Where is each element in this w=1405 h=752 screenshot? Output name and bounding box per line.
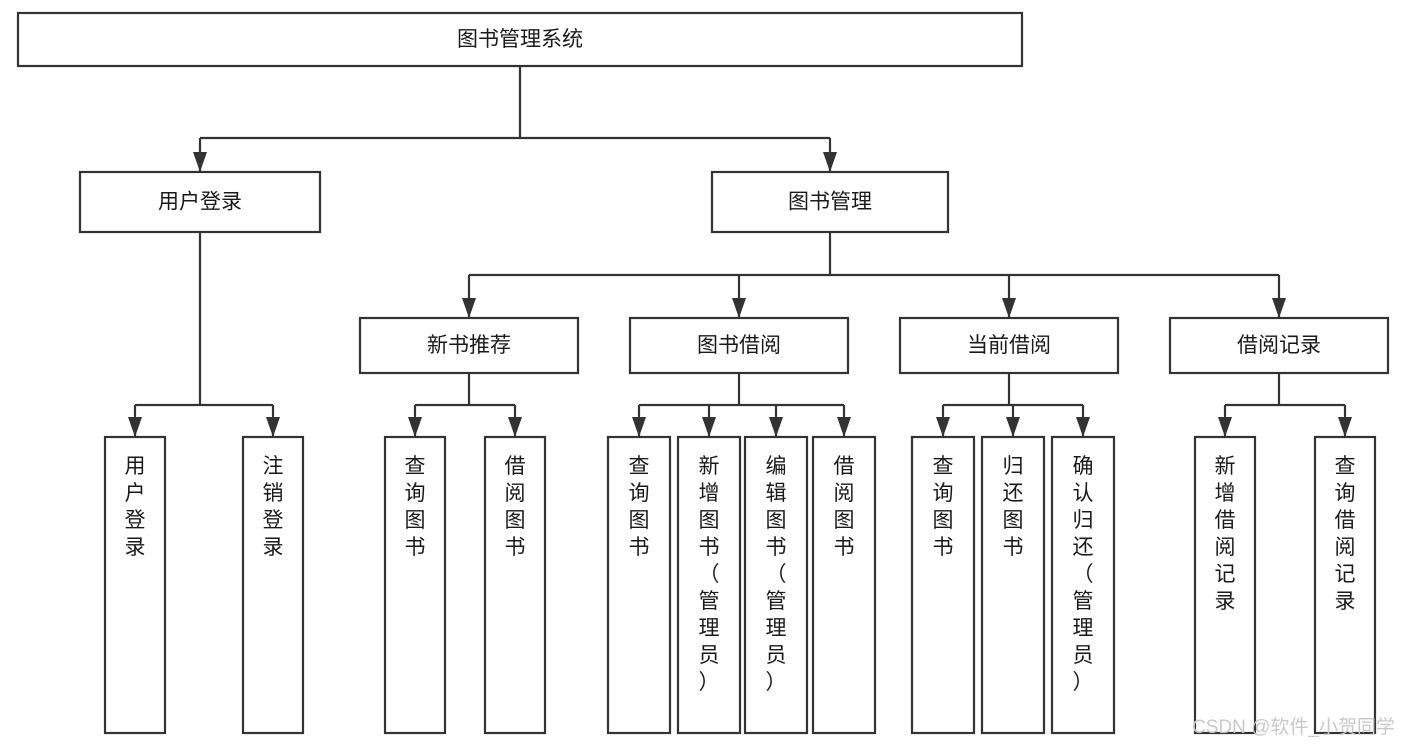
node-box-leaf-logout[interactable] xyxy=(241,435,305,735)
connector-lines-group xyxy=(128,66,1352,437)
node-book-borrow[interactable]: 图书借阅 xyxy=(628,316,850,375)
node-label-leaf-query-book-current: 查询图书 xyxy=(933,455,954,559)
node-box-leaf-query-book-current[interactable] xyxy=(910,435,976,735)
node-label-leaf-add-borrow-record: 新增借阅记录 xyxy=(1215,455,1236,613)
node-box-book-borrow[interactable] xyxy=(628,316,850,375)
node-leaf-query-borrow-record[interactable]: 查询借阅记录 xyxy=(1313,435,1377,735)
node-label-leaf-user-login: 用户登录 xyxy=(125,455,146,559)
arrow-head-icon xyxy=(1002,298,1016,318)
node-box-current-borrow[interactable] xyxy=(898,316,1120,375)
node-box-root[interactable] xyxy=(16,11,1024,68)
node-box-leaf-confirm-return-admin[interactable] xyxy=(1050,435,1116,735)
node-leaf-logout[interactable]: 注销登录 xyxy=(241,435,305,735)
node-box-user-login[interactable] xyxy=(78,170,322,234)
arrow-head-icon xyxy=(1272,298,1286,318)
node-box-leaf-query-book-borrow[interactable] xyxy=(606,435,672,735)
node-label-borrow-record: 借阅记录 xyxy=(1237,334,1321,357)
arrow-head-icon xyxy=(632,417,646,437)
node-label-leaf-confirm-return-admin: 确认归还（管理员） xyxy=(1073,455,1094,694)
arrow-head-icon xyxy=(193,152,207,172)
node-box-borrow-record[interactable] xyxy=(1168,316,1390,375)
node-box-leaf-edit-book-admin[interactable] xyxy=(743,435,809,735)
node-box-new-book-recommend[interactable] xyxy=(358,316,580,375)
node-label-leaf-query-book-borrow: 查询图书 xyxy=(629,455,650,559)
node-borrow-record[interactable]: 借阅记录 xyxy=(1168,316,1390,375)
node-current-borrow[interactable]: 当前借阅 xyxy=(898,316,1120,375)
arrow-head-icon xyxy=(702,417,716,437)
node-leaf-edit-book-admin[interactable]: 编辑图书（管理员） xyxy=(743,435,809,735)
node-box-book-management[interactable] xyxy=(710,170,950,234)
node-label-user-login: 用户登录 xyxy=(158,191,242,214)
arrow-head-icon xyxy=(1338,417,1352,437)
node-user-login[interactable]: 用户登录 xyxy=(78,170,322,234)
node-label-leaf-borrow-book-recommend: 借阅图书 xyxy=(505,455,526,559)
node-leaf-add-book-admin[interactable]: 新增图书（管理员） xyxy=(676,435,742,735)
arrow-head-icon xyxy=(769,417,783,437)
arrow-head-icon xyxy=(408,417,422,437)
node-leaf-add-borrow-record[interactable]: 新增借阅记录 xyxy=(1193,435,1257,735)
node-label-leaf-borrow-book: 借阅图书 xyxy=(834,455,855,559)
node-leaf-query-book-current[interactable]: 查询图书 xyxy=(910,435,976,735)
arrow-head-icon xyxy=(823,152,837,172)
node-label-root: 图书管理系统 xyxy=(457,28,583,51)
arrow-head-icon xyxy=(1076,417,1090,437)
node-leaf-return-book[interactable]: 归还图书 xyxy=(980,435,1046,735)
node-box-leaf-borrow-book[interactable] xyxy=(811,435,877,735)
arrow-head-icon xyxy=(1218,417,1232,437)
node-leaf-borrow-book-recommend[interactable]: 借阅图书 xyxy=(483,435,547,735)
arrow-head-icon xyxy=(837,417,851,437)
node-book-management[interactable]: 图书管理 xyxy=(710,170,950,234)
node-box-leaf-query-borrow-record[interactable] xyxy=(1313,435,1377,735)
node-leaf-query-book-recommend[interactable]: 查询图书 xyxy=(383,435,447,735)
csdn-watermark: CSDN @软件_小贺同学 xyxy=(1192,716,1395,738)
node-label-current-borrow: 当前借阅 xyxy=(967,334,1051,357)
node-label-leaf-add-book-admin: 新增图书（管理员） xyxy=(699,455,720,694)
node-leaf-query-book-borrow[interactable]: 查询图书 xyxy=(606,435,672,735)
node-leaf-confirm-return-admin[interactable]: 确认归还（管理员） xyxy=(1050,435,1116,735)
arrow-head-icon xyxy=(266,417,280,437)
node-label-leaf-logout: 注销登录 xyxy=(263,455,284,559)
node-label-leaf-query-book-recommend: 查询图书 xyxy=(405,455,426,559)
node-new-book-recommend[interactable]: 新书推荐 xyxy=(358,316,580,375)
node-root[interactable]: 图书管理系统 xyxy=(16,11,1024,68)
node-leaf-user-login[interactable]: 用户登录 xyxy=(103,435,167,735)
node-boxes-group: 图书管理系统用户登录图书管理新书推荐图书借阅当前借阅借阅记录用户登录注销登录查询… xyxy=(16,11,1390,735)
arrow-head-icon xyxy=(128,417,142,437)
node-box-leaf-query-book-recommend[interactable] xyxy=(383,435,447,735)
node-label-leaf-query-borrow-record: 查询借阅记录 xyxy=(1335,455,1356,613)
node-label-leaf-return-book: 归还图书 xyxy=(1003,455,1024,559)
node-box-leaf-add-borrow-record[interactable] xyxy=(1193,435,1257,735)
node-box-leaf-add-book-admin[interactable] xyxy=(676,435,742,735)
node-box-leaf-borrow-book-recommend[interactable] xyxy=(483,435,547,735)
node-label-book-management: 图书管理 xyxy=(788,191,872,214)
node-box-leaf-return-book[interactable] xyxy=(980,435,1046,735)
arrow-head-icon xyxy=(462,298,476,318)
node-label-new-book-recommend: 新书推荐 xyxy=(427,334,511,357)
arrow-head-icon xyxy=(732,298,746,318)
arrow-head-icon xyxy=(508,417,522,437)
node-leaf-borrow-book[interactable]: 借阅图书 xyxy=(811,435,877,735)
arrow-head-icon xyxy=(936,417,950,437)
node-label-leaf-edit-book-admin: 编辑图书（管理员） xyxy=(766,455,787,694)
arrow-head-icon xyxy=(1006,417,1020,437)
node-box-leaf-user-login[interactable] xyxy=(103,435,167,735)
node-label-book-borrow: 图书借阅 xyxy=(697,334,781,357)
